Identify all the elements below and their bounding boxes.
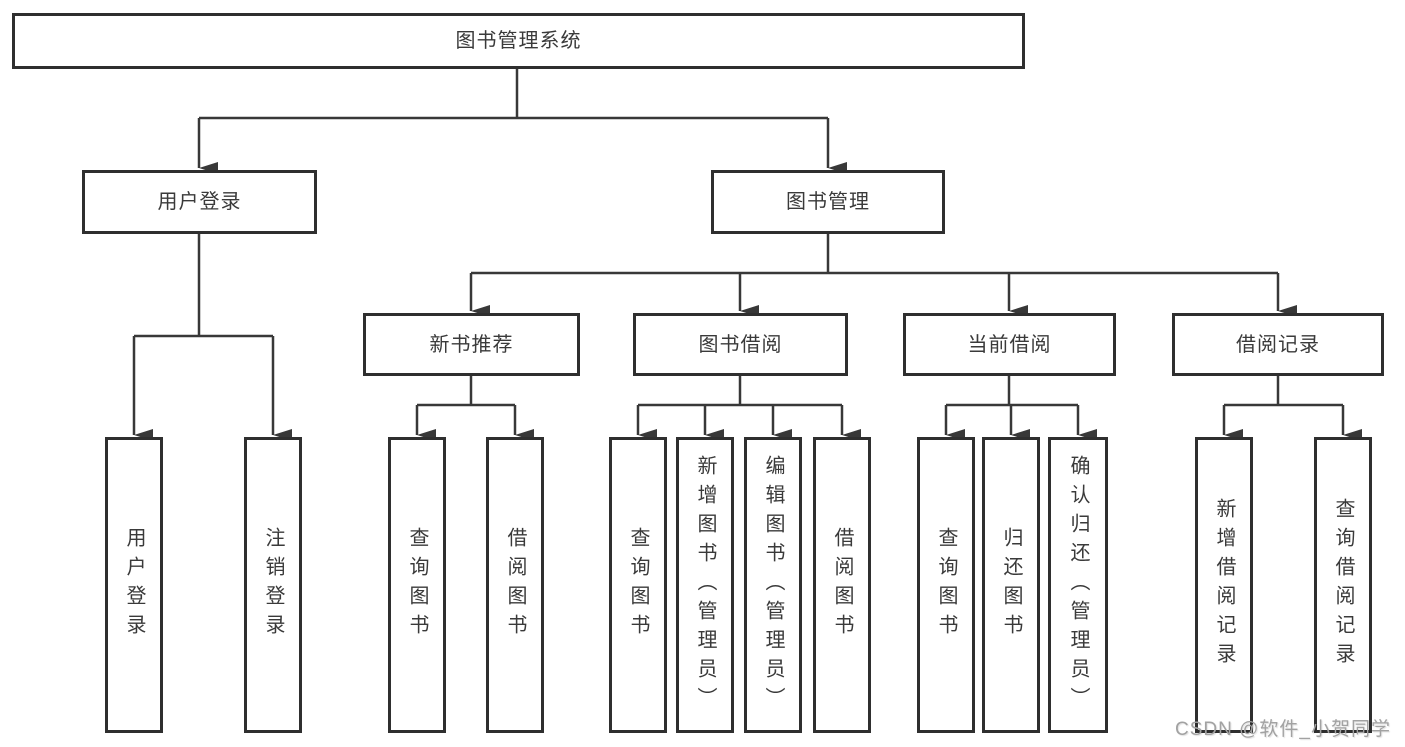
node-label: 新书推荐 xyxy=(429,333,514,356)
node-label: 编辑图书（管理员） xyxy=(762,454,784,716)
node-current-borrowing: 当前借阅 xyxy=(903,313,1116,376)
node-label: 确认归还（管理员） xyxy=(1067,454,1089,716)
node-book-borrowing: 图书借阅 xyxy=(633,313,848,376)
node-root-library-management-system: 图书管理系统 xyxy=(12,13,1025,69)
node-leaf-borrow-books-1: 借阅图书 xyxy=(486,437,544,733)
node-label: 查询借阅记录 xyxy=(1332,498,1354,672)
node-leaf-borrow-books-2: 借阅图书 xyxy=(813,437,871,733)
node-leaf-add-borrow-record: 新增借阅记录 xyxy=(1195,437,1253,733)
node-label: 借阅记录 xyxy=(1236,333,1320,356)
node-leaf-add-books-admin: 新增图书（管理员） xyxy=(676,437,734,733)
node-label: 图书管理 xyxy=(786,191,870,213)
node-new-book-recommend: 新书推荐 xyxy=(363,313,580,376)
node-leaf-query-books-3: 查询图书 xyxy=(917,437,975,733)
node-borrowing-records: 借阅记录 xyxy=(1172,313,1384,376)
node-leaf-logout: 注销登录 xyxy=(244,437,302,733)
node-leaf-query-books-2: 查询图书 xyxy=(609,437,667,733)
node-label: 新增借阅记录 xyxy=(1213,498,1235,672)
node-label: 当前借阅 xyxy=(967,333,1052,356)
node-leaf-return-books: 归还图书 xyxy=(982,437,1040,733)
node-label: 查询图书 xyxy=(627,527,649,643)
node-label: 用户登录 xyxy=(157,191,242,213)
node-label: 查询图书 xyxy=(935,527,957,643)
node-leaf-query-books-1: 查询图书 xyxy=(388,437,446,733)
node-label: 用户登录 xyxy=(123,527,145,643)
node-label: 借阅图书 xyxy=(504,527,526,643)
node-label: 新增图书（管理员） xyxy=(694,454,716,716)
node-label: 图书借阅 xyxy=(698,333,783,356)
node-label: 归还图书 xyxy=(1000,527,1022,643)
node-label: 借阅图书 xyxy=(831,527,853,643)
csdn-watermark: CSDN @软件_小贺同学 xyxy=(1175,719,1391,740)
node-label: 查询图书 xyxy=(406,527,428,643)
node-user-login-group: 用户登录 xyxy=(82,170,317,234)
node-leaf-confirm-return-admin: 确认归还（管理员） xyxy=(1048,437,1108,733)
node-label: 图书管理系统 xyxy=(455,30,582,52)
node-book-management: 图书管理 xyxy=(711,170,945,234)
node-leaf-user-login: 用户登录 xyxy=(105,437,163,733)
node-leaf-edit-books-admin: 编辑图书（管理员） xyxy=(744,437,802,733)
node-label: 注销登录 xyxy=(262,527,284,643)
node-leaf-query-borrow-record: 查询借阅记录 xyxy=(1314,437,1372,733)
